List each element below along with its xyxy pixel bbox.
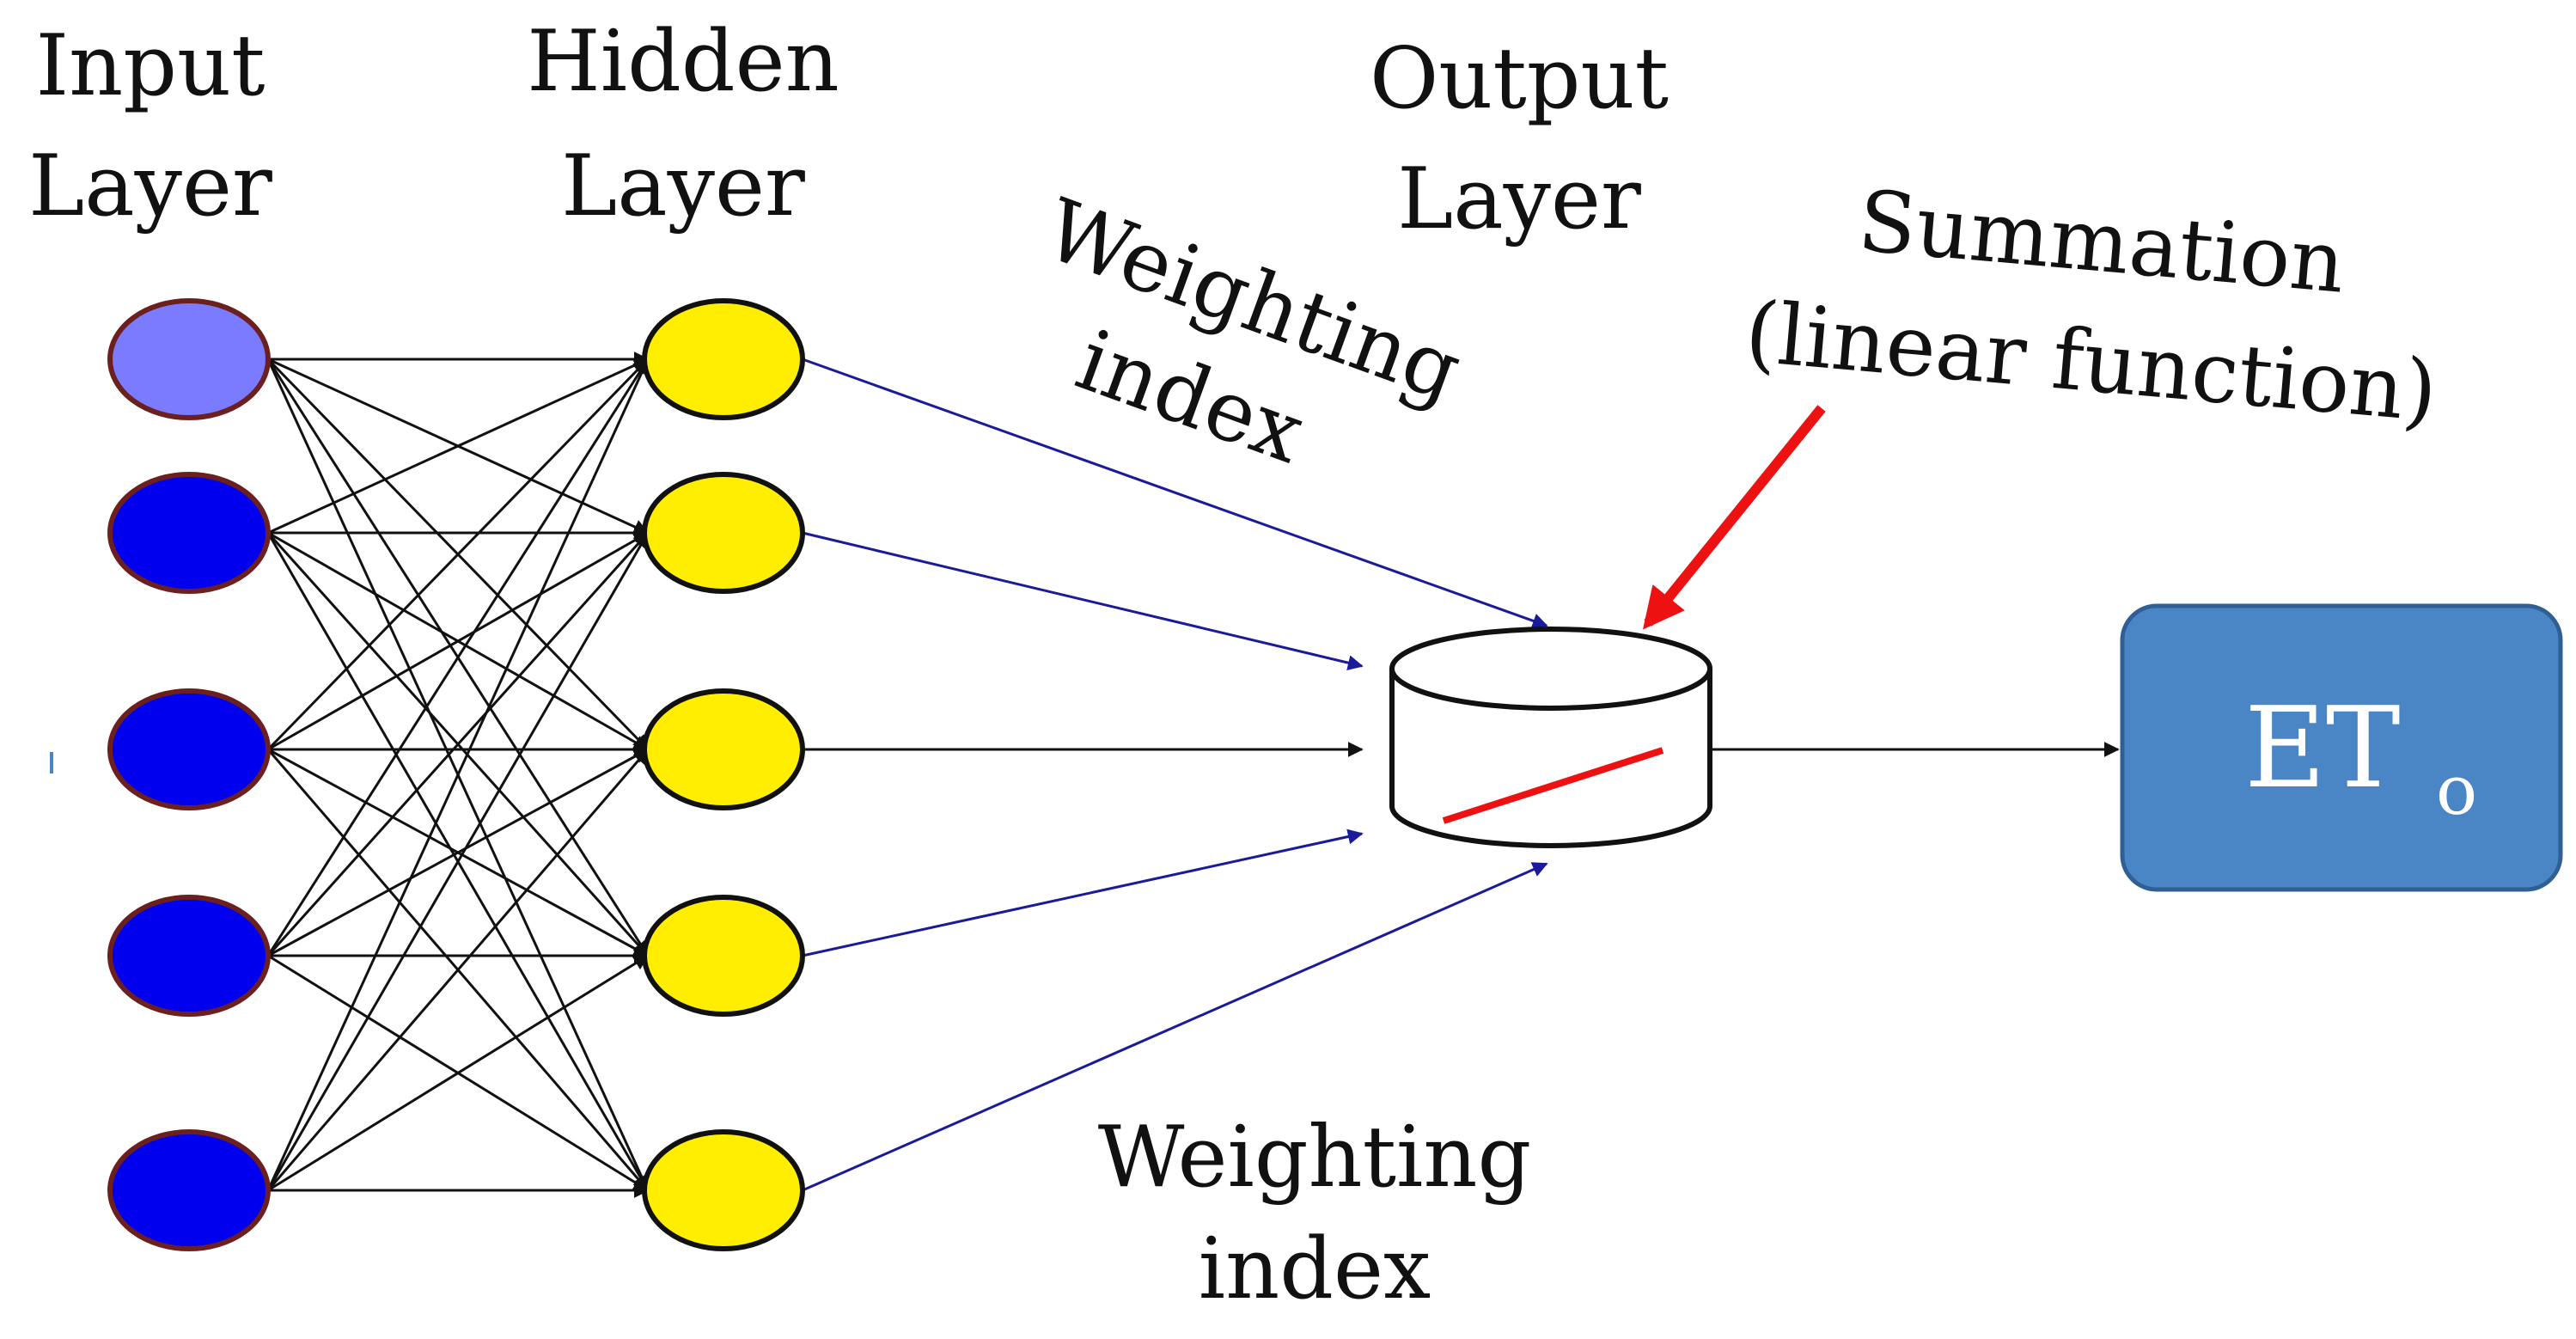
input-node: [107, 298, 271, 420]
input-node: [107, 1129, 271, 1251]
output-box: ET o: [2120, 603, 2563, 892]
input-to-hidden-edge: [266, 358, 650, 751]
output-layer-title-line1: Output: [1370, 30, 1669, 128]
input-to-hidden-edge: [266, 358, 650, 957]
input-to-hidden-edge: [267, 748, 650, 957]
weighting-bottom-line1: Weighting: [1098, 1109, 1532, 1207]
linear-function-line: [1442, 747, 1664, 824]
hidden-to-output-edge: [802, 358, 1548, 629]
weighting-bottom-line2: index: [1199, 1220, 1431, 1318]
input-node: [107, 895, 271, 1017]
hidden-layer-title-line2: Layer: [561, 138, 805, 235]
output-label: ET o: [2244, 682, 2477, 830]
input-node: [107, 472, 271, 594]
input-to-hidden-edge: [267, 531, 650, 751]
output-label-main: ET: [2244, 682, 2401, 813]
hidden-node: [642, 298, 805, 420]
output-label-subscript: o: [2436, 750, 2477, 830]
summation-label: Summation (linear function): [1742, 173, 2441, 442]
hidden-to-output-edge: [802, 828, 1364, 957]
output-box-rect: [2120, 603, 2563, 892]
input-to-hidden-edge: [266, 531, 650, 957]
summation-pointer-arrow: [1642, 405, 1826, 630]
input-layer-title-line2: Layer: [28, 138, 272, 235]
input-to-hidden-edge: [267, 358, 650, 535]
summation-cylinder-top: [1389, 627, 1712, 711]
input-to-hidden-edge: [266, 358, 650, 1191]
hidden-to-output-edge: [802, 862, 1548, 1192]
summation-cylinder-body: [1389, 669, 1712, 848]
summation-line1: Summation: [1854, 173, 2348, 313]
summation-neuron: [1389, 627, 1712, 848]
hidden-node: [642, 472, 805, 594]
input-to-hidden-edge: [266, 531, 650, 1191]
connection-edges: [266, 352, 1548, 1198]
input-layer-title-line1: Input: [35, 17, 265, 115]
hidden-node: [642, 1129, 805, 1251]
input-to-hidden-edge: [266, 748, 650, 1191]
hidden-node: [642, 688, 805, 810]
input-node: [107, 688, 271, 810]
network-nodes: [107, 298, 805, 1251]
hidden-to-output-edge: [802, 531, 1364, 671]
output-layer-title-line2: Layer: [1397, 150, 1641, 248]
hidden-node: [642, 895, 805, 1017]
input-to-hidden-edge: [267, 954, 650, 1192]
hidden-layer-title-line1: Hidden: [527, 13, 839, 111]
